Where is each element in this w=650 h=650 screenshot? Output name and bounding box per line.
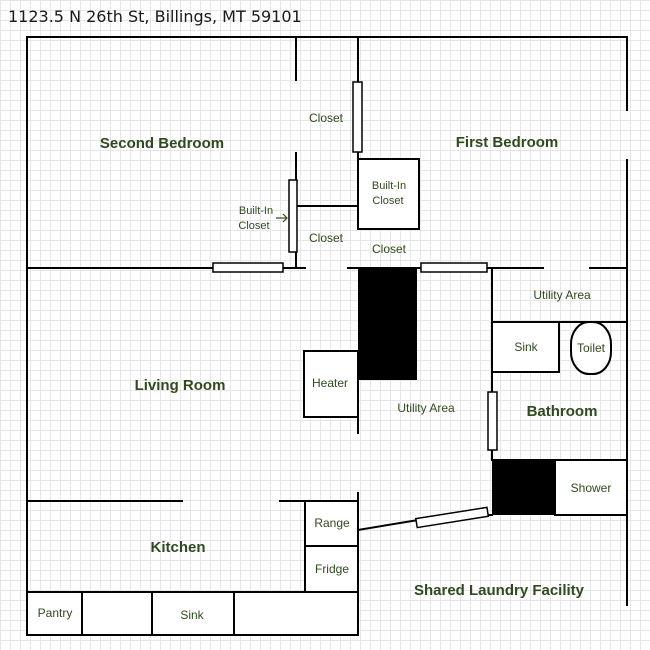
label-heater: Heater <box>312 376 348 390</box>
chimney-block <box>358 268 417 380</box>
shower-block <box>492 460 555 515</box>
range-box <box>304 500 359 547</box>
label-utility-center: Utility Area <box>397 401 455 415</box>
label-shower: Shower <box>571 481 612 495</box>
windows <box>212 81 498 529</box>
room-kitchen: Kitchen <box>150 539 205 556</box>
toilet-shape <box>570 321 612 375</box>
room-first-bedroom: First Bedroom <box>456 134 559 151</box>
label-closet-first: Closet <box>372 242 407 256</box>
label-builtin-right-2: Closet <box>372 195 403 207</box>
label-builtin-right-1: Built-In <box>372 180 406 192</box>
pantry-box <box>26 591 83 636</box>
sink-kitchen-box <box>151 591 235 636</box>
sink-bath-box <box>491 321 560 373</box>
label-toilet: Toilet <box>577 341 606 355</box>
label-closet-mid: Closet <box>309 231 344 245</box>
label-builtin-left-1: Built-In <box>239 205 273 217</box>
label-fridge: Fridge <box>315 562 349 576</box>
room-second-bedroom: Second Bedroom <box>100 135 224 152</box>
room-bathroom: Bathroom <box>527 403 598 420</box>
heater-box <box>303 350 359 418</box>
room-shared-laundry: Shared Laundry Facility <box>414 582 585 599</box>
label-range: Range <box>314 516 350 530</box>
counter-box <box>233 591 359 636</box>
label-sink-bath: Sink <box>514 340 538 354</box>
room-living-room: Living Room <box>135 377 226 394</box>
builtin-closet-box <box>357 158 420 230</box>
label-sink-kitchen: Sink <box>180 608 204 622</box>
shower-box <box>554 459 628 516</box>
label-pantry: Pantry <box>38 606 73 620</box>
arrow-right-icon <box>276 213 288 223</box>
label-closet-top: Closet <box>309 111 344 125</box>
label-utility-right: Utility Area <box>533 288 591 302</box>
cabinet-box <box>81 591 153 636</box>
address-title: 1123.5 N 26th St, Billings, MT 59101 <box>8 7 302 26</box>
label-builtin-left-2: Closet <box>238 220 269 232</box>
